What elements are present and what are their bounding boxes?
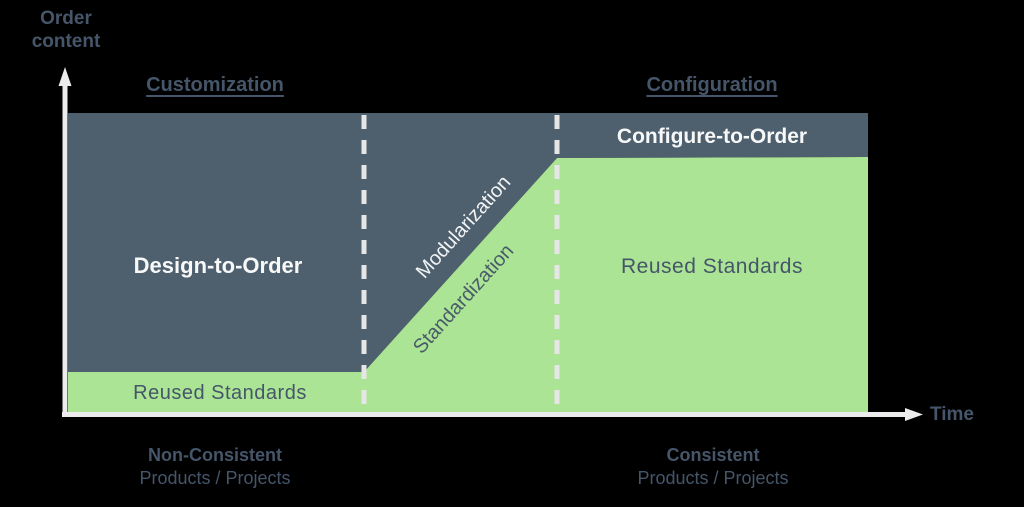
footer-consistent-line1: Consistent	[666, 445, 760, 465]
x-axis-arrowhead	[905, 408, 923, 421]
x-axis-label: Time	[930, 404, 975, 425]
footer-non-consistent: Non-Consistent Products / Projects	[85, 444, 345, 490]
footer-consistent-line2: Products / Projects	[637, 468, 789, 488]
footer-non-consistent-line1: Non-Consistent	[148, 445, 282, 465]
y-axis-label: Order content	[31, 8, 101, 52]
section-header-customization: Customization	[146, 74, 284, 96]
reused-standards-right-label: Reused Standards	[621, 255, 803, 278]
configure-to-order-label: Configure-to-Order	[616, 125, 808, 148]
footer-consistent: Consistent Products / Projects	[583, 444, 843, 490]
dark-customization-region	[68, 113, 868, 372]
y-axis-arrowhead	[58, 67, 72, 86]
design-to-order-label: Design-to-Order	[133, 253, 303, 278]
section-header-configuration: Configuration	[646, 74, 778, 96]
reused-standards-left-label: Reused Standards	[133, 382, 307, 404]
footer-non-consistent-line2: Products / Projects	[139, 468, 291, 488]
green-reused-standards-region	[68, 157, 868, 412]
